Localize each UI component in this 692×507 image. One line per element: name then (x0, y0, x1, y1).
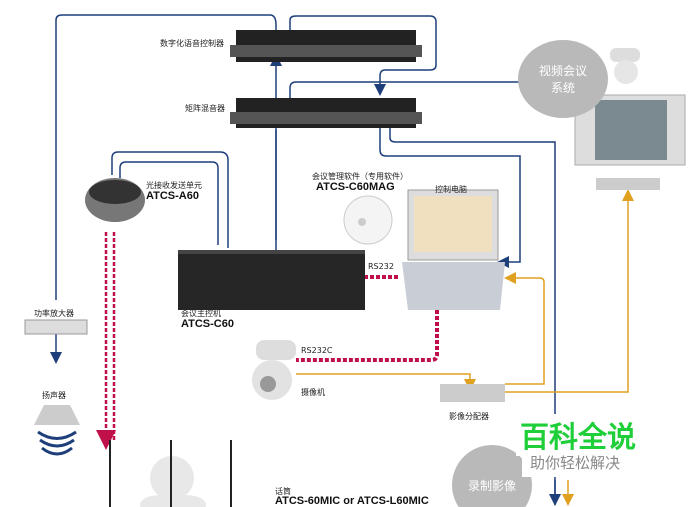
software-model: ATCS-C60MAG (316, 181, 395, 193)
main-unit-model: ATCS-C60 (181, 318, 234, 330)
amplifier-device (24, 319, 88, 335)
camera-device (252, 340, 296, 400)
main-unit-device (178, 250, 365, 310)
person-silhouette (140, 456, 206, 507)
main-unit-label: 会议主控机 (181, 309, 221, 318)
matrix-mixer-device (230, 98, 422, 128)
microphone-model: ATCS-60MIC or ATCS-L60MIC (275, 495, 429, 507)
rs232c-label: RS232C (301, 346, 333, 355)
software-label: 会议管理软件（专用软件） (312, 172, 408, 181)
voice-controller-device (230, 30, 422, 62)
cd-disc (343, 195, 393, 245)
amplifier-label: 功率放大器 (34, 309, 74, 318)
laptop-device (402, 189, 505, 310)
watermark-title: 百科全说 (516, 414, 641, 456)
video-distributor-device (440, 384, 505, 402)
video-distributor-label: 影像分配器 (449, 412, 489, 421)
microphone-label: 话筒 (275, 487, 291, 496)
watermark-subtitle: 助你轻松解决 (522, 452, 629, 477)
optical-unit-label: 光接收发送单元 (146, 181, 202, 190)
speaker-device (34, 405, 80, 456)
video-conference-circle: 视频会议 系统 (518, 40, 608, 118)
control-pc-label: 控制电脑 (435, 185, 467, 194)
display-screen (574, 94, 686, 190)
speaker-label: 扬声器 (42, 391, 66, 400)
rs232-label: RS232 (368, 262, 394, 271)
conference-camera (610, 48, 640, 84)
matrix-mixer-label: 矩阵混音器 (185, 104, 225, 113)
optical-unit-model: ATCS-A60 (146, 190, 199, 202)
voice-controller-label: 数字化语音控制器 (160, 39, 224, 48)
camera-label: 摄像机 (301, 388, 325, 397)
line-controller-to-amp (55, 14, 277, 300)
optical-unit-device (85, 178, 145, 222)
microphones (109, 440, 232, 507)
